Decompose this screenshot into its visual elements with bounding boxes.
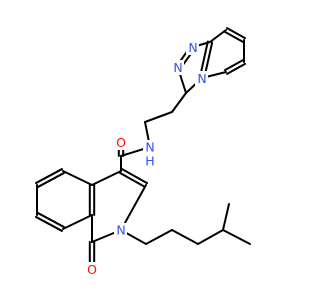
single-bond-line [222, 229, 251, 245]
bonds-group [34, 27, 251, 269]
single-bond-line [62, 214, 93, 230]
atom-n-ring: N [114, 223, 127, 238]
atom-h-amide-label: H [145, 154, 154, 169]
single-bond-line [222, 203, 230, 231]
single-bond-line [209, 29, 227, 43]
double-bond-line [121, 168, 149, 185]
single-bond-line [145, 229, 173, 245]
atom-n-triazole-left: N [171, 60, 184, 75]
single-bond-line [144, 111, 173, 123]
single-bond-line [171, 229, 199, 245]
single-bond-line [62, 170, 93, 186]
double-bond-line [37, 171, 66, 188]
atom-n-amide-label: N [145, 140, 154, 155]
single-bond-line [91, 170, 122, 186]
double-bond-line [226, 27, 247, 40]
single-bond-line [120, 184, 147, 231]
atom-n-triazole-fused: N [195, 71, 208, 86]
atom-h-amide: H [144, 154, 157, 169]
molecule-structure-diagram: N N N N H O N O [34, 27, 251, 277]
atom-n-ring-label: N [116, 223, 125, 238]
atom-n-triazole-top: N [186, 40, 199, 55]
double-bond-line [37, 212, 66, 229]
atom-labels-group: N N N N H O N O [86, 40, 208, 277]
atom-o-ketone: O [86, 262, 99, 277]
single-bond-line [197, 229, 224, 245]
double-bond-line [226, 62, 247, 75]
double-bond-line [223, 30, 244, 43]
atom-n-amide: N [143, 140, 156, 155]
atom-n-triazole-fused-label: N [197, 71, 206, 86]
atom-o-ketone-label: O [87, 262, 97, 277]
single-bond-line [171, 92, 187, 113]
atom-n-triazole-top-label: N [188, 40, 197, 55]
double-bond-line [34, 215, 63, 232]
atom-o-amide: O [115, 135, 128, 150]
atom-n-triazole-left-label: N [173, 60, 182, 75]
double-bond-line [118, 171, 146, 188]
atom-o-amide-label: O [116, 135, 126, 150]
double-bond-line [34, 168, 63, 185]
double-bond-line [223, 59, 244, 72]
